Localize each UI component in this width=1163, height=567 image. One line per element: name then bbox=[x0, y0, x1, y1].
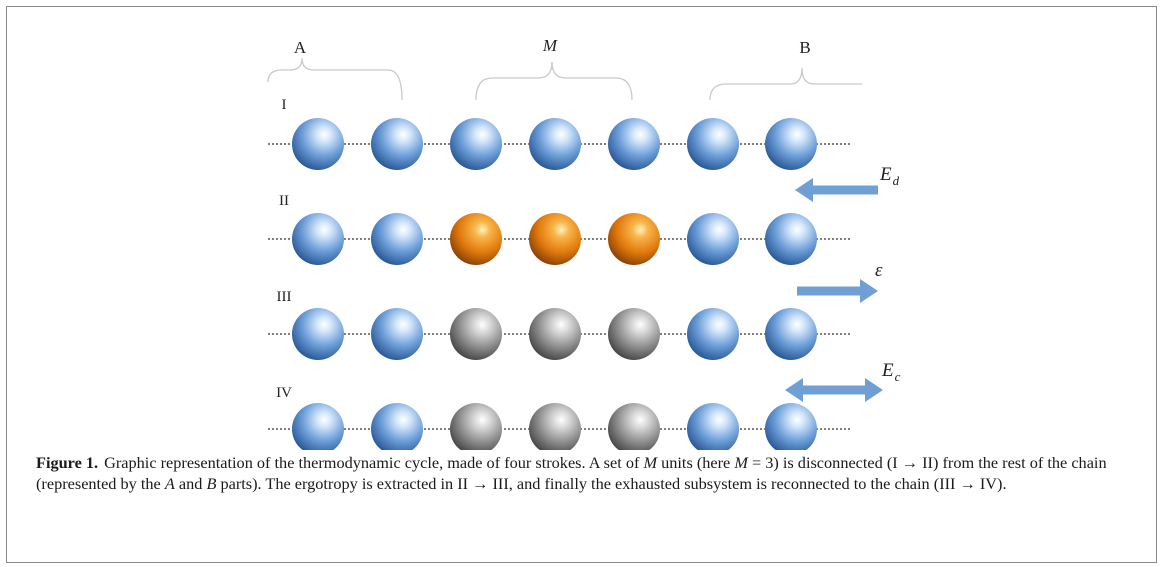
sphere-orange bbox=[529, 213, 581, 265]
sphere-blue bbox=[687, 308, 739, 360]
sphere-blue bbox=[765, 213, 817, 265]
sphere-gray bbox=[608, 403, 660, 450]
sphere-blue bbox=[765, 308, 817, 360]
sphere-gray bbox=[450, 403, 502, 450]
brace-m bbox=[475, 61, 633, 101]
sphere-blue bbox=[371, 213, 423, 265]
caption-text-4: = 3) is disconnected (I → II) from the r… bbox=[36, 453, 1107, 493]
sphere-gray bbox=[529, 308, 581, 360]
sphere-blue bbox=[687, 403, 739, 450]
chain-row: II bbox=[268, 193, 852, 265]
brace-b bbox=[709, 67, 862, 101]
sphere-blue bbox=[765, 403, 817, 450]
caption-text-2: units (here bbox=[657, 453, 735, 472]
sphere-blue bbox=[371, 403, 423, 450]
sphere-blue bbox=[371, 308, 423, 360]
chain-row: III bbox=[268, 289, 852, 360]
chain-row: IV bbox=[268, 385, 852, 450]
figure-caption: Figure 1. Graphic representation of the t… bbox=[36, 453, 1131, 494]
row-label: II bbox=[279, 193, 289, 209]
energy-label: Ec bbox=[881, 360, 901, 384]
caption-text-1: M bbox=[643, 453, 658, 472]
sphere-blue bbox=[292, 213, 344, 265]
sphere-blue bbox=[687, 118, 739, 170]
sphere-blue bbox=[765, 118, 817, 170]
energy-arrow-both bbox=[785, 378, 883, 402]
sphere-gray bbox=[450, 308, 502, 360]
sphere-blue bbox=[292, 118, 344, 170]
brace-a bbox=[267, 57, 403, 101]
sphere-blue bbox=[687, 213, 739, 265]
sphere-orange bbox=[450, 213, 502, 265]
row-label: I bbox=[282, 97, 287, 113]
sphere-blue bbox=[450, 118, 502, 170]
figure-frame bbox=[6, 6, 1157, 563]
row-label: IV bbox=[276, 385, 292, 401]
energy-arrows: Ed εEc bbox=[785, 164, 901, 402]
sphere-blue bbox=[529, 118, 581, 170]
caption-label: Figure 1. bbox=[36, 453, 99, 472]
caption-text-0: Graphic representation of the thermodyna… bbox=[104, 453, 644, 472]
sphere-orange bbox=[608, 213, 660, 265]
sphere-blue bbox=[292, 403, 344, 450]
group-label-a: A bbox=[294, 38, 307, 57]
energy-arrow-right bbox=[797, 279, 878, 303]
energy-arrow-left bbox=[795, 178, 878, 202]
energy-label: Ed bbox=[879, 164, 900, 188]
caption-text-5: A bbox=[164, 473, 175, 493]
chain-row: I bbox=[268, 97, 852, 170]
sphere-gray bbox=[529, 403, 581, 450]
row-label: III bbox=[277, 289, 292, 305]
caption-text-6: and bbox=[174, 473, 207, 493]
group-label-b: B bbox=[799, 38, 810, 57]
sphere-gray bbox=[608, 308, 660, 360]
sphere-blue bbox=[371, 118, 423, 170]
sphere-blue bbox=[608, 118, 660, 170]
caption-text-7: B bbox=[206, 473, 217, 493]
caption-text-3: M bbox=[734, 453, 748, 472]
sphere-blue bbox=[292, 308, 344, 360]
energy-label: ε bbox=[875, 260, 883, 281]
group-label-m: M bbox=[542, 36, 558, 55]
caption-text-8: parts). The ergotropy is extracted in II… bbox=[216, 473, 1007, 493]
